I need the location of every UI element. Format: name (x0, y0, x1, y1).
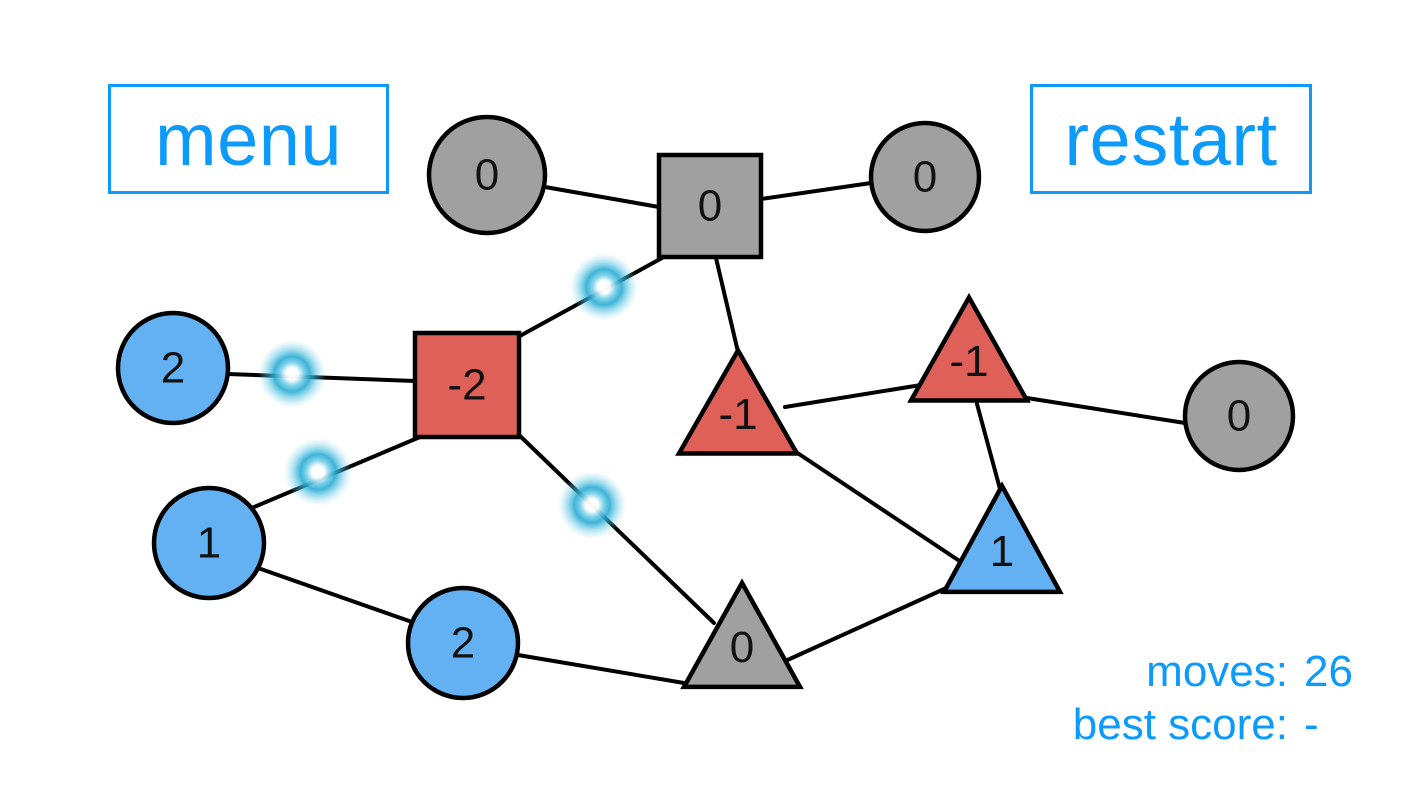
status-panel: moves: 26 best score: - (1073, 645, 1366, 752)
restart-button[interactable]: restart (1030, 84, 1312, 194)
graph-node-circle-gray[interactable]: 0 (426, 114, 548, 236)
graph-edge[interactable] (543, 185, 661, 209)
restart-button-label: restart (1064, 97, 1278, 181)
node-shape (412, 330, 522, 440)
graph-edge[interactable] (256, 566, 414, 624)
graph-node-circle-blue[interactable]: 2 (405, 585, 521, 701)
graph-edge[interactable] (975, 402, 1002, 491)
node-shape (675, 345, 801, 456)
graph-edge[interactable] (714, 256, 740, 354)
graph-node-square-gray[interactable]: 0 (656, 152, 764, 260)
node-value-label: 2 (451, 619, 475, 668)
node-shape (115, 310, 231, 426)
graph-node-circle-blue[interactable]: 1 (151, 485, 267, 601)
node-shape (151, 485, 267, 601)
node-value-label: -2 (447, 361, 486, 410)
node-shape (940, 481, 1064, 595)
node-shape (1182, 359, 1296, 473)
edge-glow-marker[interactable] (558, 471, 626, 539)
graph-node-circle-gray[interactable]: 0 (868, 120, 982, 234)
edge-glow-marker[interactable] (258, 340, 326, 408)
node-value-label: 1 (197, 519, 221, 568)
graph-node-square-red[interactable]: -2 (412, 330, 522, 440)
graph-edge[interactable] (788, 446, 975, 572)
graph-node-triangle-blue[interactable]: 1 (940, 481, 1064, 595)
moves-label: moves: (1146, 646, 1288, 696)
node-value-label: 0 (913, 153, 937, 202)
node-value-label: 0 (475, 151, 499, 200)
graph-edge[interactable] (783, 383, 923, 409)
node-shape (405, 585, 521, 701)
menu-button-label: menu (154, 97, 343, 181)
node-value-label: 2 (161, 344, 185, 393)
graph-edge[interactable] (1025, 396, 1187, 425)
node-shape (426, 114, 548, 236)
node-value-label: 0 (730, 623, 754, 672)
node-shape (868, 120, 982, 234)
node-shape (680, 578, 804, 690)
graph-node-triangle-red[interactable]: -1 (907, 292, 1031, 403)
node-value-label: -1 (718, 390, 757, 439)
menu-button[interactable]: menu (108, 84, 389, 194)
graph-edge[interactable] (516, 653, 692, 686)
graph-node-triangle-gray[interactable]: 0 (680, 578, 804, 690)
moves-row: moves: 26 (1073, 645, 1366, 699)
graph-edge[interactable] (759, 181, 873, 201)
node-value-label: 1 (990, 527, 1014, 576)
marker-layer (258, 253, 638, 539)
graph-node-triangle-red[interactable]: -1 (675, 345, 801, 456)
edge-glow-marker[interactable] (570, 253, 638, 321)
edge-glow-marker[interactable] (284, 438, 352, 506)
node-shape (907, 292, 1031, 403)
node-layer: 0 0 0 2 -2 -1 -1 0 1 1 2 0 (115, 114, 1296, 701)
graph-node-circle-blue[interactable]: 2 (115, 310, 231, 426)
node-value-label: 0 (698, 182, 722, 231)
best-score-label: best score: (1072, 700, 1288, 750)
best-score-value: - (1304, 700, 1319, 750)
node-value-label: 0 (1227, 392, 1251, 441)
best-score-row: best score: - (1073, 698, 1366, 752)
node-value-label: -1 (949, 337, 988, 386)
graph-node-circle-gray[interactable]: 0 (1182, 359, 1296, 473)
moves-value: 26 (1304, 646, 1353, 696)
node-shape (656, 152, 764, 260)
graph-edge[interactable] (770, 583, 955, 669)
